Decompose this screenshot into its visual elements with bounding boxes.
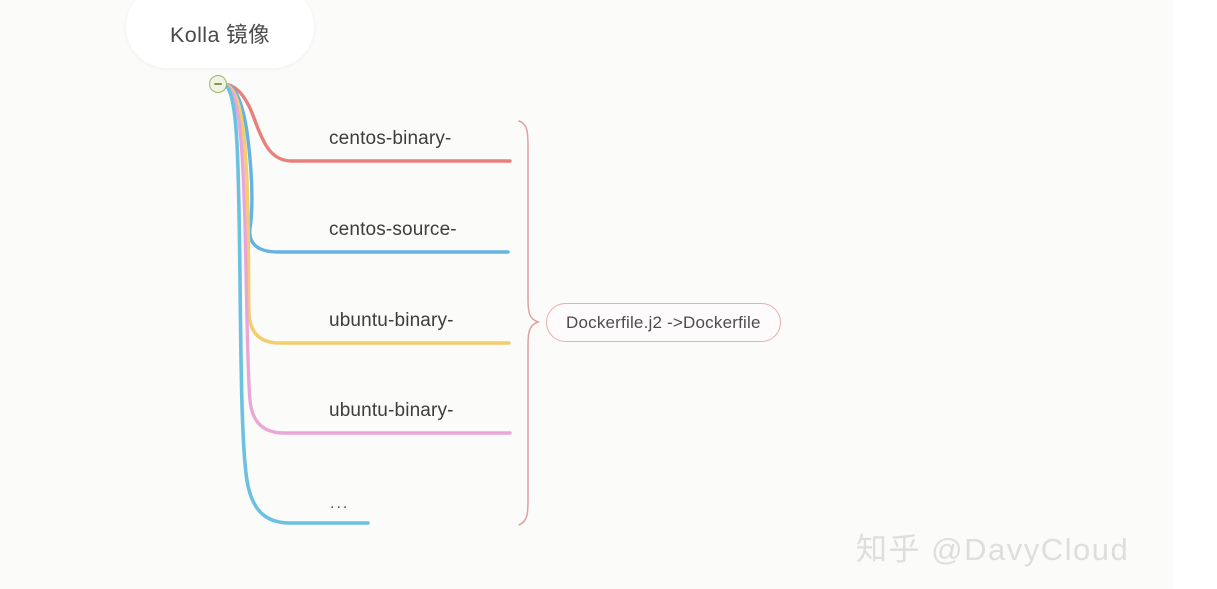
- watermark: 知乎 @DavyCloud: [856, 532, 1130, 567]
- branch-label-centos-binary[interactable]: centos-binary-: [329, 128, 452, 149]
- note-dockerfile-label: Dockerfile.j2 ->Dockerfile: [566, 312, 761, 332]
- branch-curve-5: [220, 82, 370, 525]
- branch-curve-4: [220, 82, 512, 435]
- note-dockerfile[interactable]: Dockerfile.j2 ->Dockerfile: [546, 303, 781, 342]
- branch-curve-1: [220, 82, 512, 163]
- branch-label-ubuntu-binary-2[interactable]: ubuntu-binary-: [329, 400, 454, 421]
- branch-label-centos-source[interactable]: centos-source-: [329, 219, 457, 240]
- branch-curve-2: [220, 82, 510, 254]
- group-brace: [518, 120, 541, 526]
- mindmap-board: [0, 0, 1173, 589]
- branch-label-ellipsis[interactable]: ...: [330, 495, 350, 512]
- mindmap-connectors: [220, 82, 541, 526]
- root-node-label: Kolla 镜像: [170, 22, 270, 47]
- branch-label-ubuntu-binary-1[interactable]: ubuntu-binary-: [329, 310, 454, 331]
- minus-circle-icon[interactable]: [209, 75, 227, 93]
- root-node[interactable]: Kolla 镜像: [126, 0, 314, 68]
- minus-glyph: [214, 83, 222, 85]
- branch-curve-3: [220, 82, 511, 345]
